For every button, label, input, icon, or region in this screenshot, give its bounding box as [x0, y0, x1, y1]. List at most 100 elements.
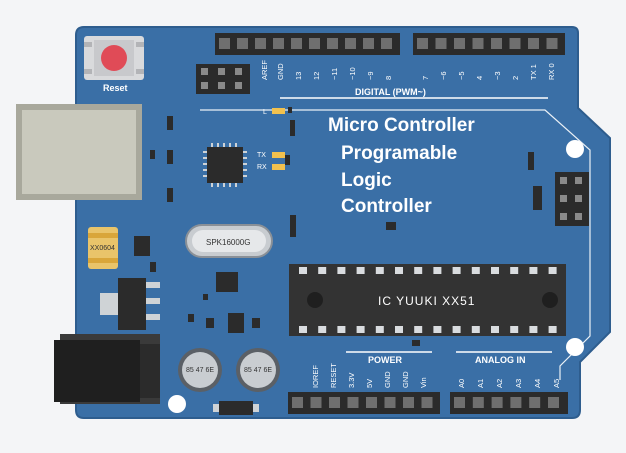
header-pin	[421, 397, 433, 408]
smd-part	[533, 186, 542, 210]
mounting-hole	[566, 338, 584, 356]
header-pin	[435, 38, 447, 49]
chip-pin	[337, 326, 346, 333]
smd-part	[203, 294, 208, 300]
power-pin-label: Vin	[419, 377, 428, 388]
digital-pin-label: 4	[475, 76, 484, 80]
led-tx	[272, 152, 285, 158]
chip-pin	[375, 267, 384, 274]
digital-pin-label: ~6	[439, 71, 448, 80]
header-pin	[403, 397, 414, 408]
led-l	[272, 108, 285, 114]
chip-pin	[471, 326, 480, 333]
elcap2-label: 85 47 6E	[244, 367, 272, 374]
smd-part	[134, 236, 150, 256]
smd-part	[216, 272, 238, 292]
header-pin	[528, 38, 539, 49]
header-pin	[345, 38, 356, 49]
header-pin	[219, 38, 230, 49]
title-line-2: Programable	[341, 143, 457, 164]
chip-pin	[433, 267, 442, 274]
header-pin	[384, 397, 396, 408]
digital-pin-label: 7	[421, 76, 430, 80]
digital-pin-label: GND	[276, 63, 285, 80]
power-pin-label: IOREF	[311, 365, 320, 388]
power-pin-label: RESET	[329, 363, 338, 388]
board-trace-outline	[200, 109, 591, 380]
header-pin	[472, 38, 484, 49]
smd-part	[252, 318, 260, 328]
chip-pin	[491, 267, 499, 274]
tantalum-capacitor-label: XX0604	[90, 245, 115, 252]
chip-pin	[356, 267, 365, 274]
header-pin	[491, 397, 503, 408]
elcap1-label: 85 47 6E	[186, 367, 214, 374]
tantalum-capacitor	[88, 227, 118, 269]
led-l-label: L	[263, 109, 267, 116]
smd-part	[206, 318, 214, 328]
digital-pin-label: ~10	[348, 67, 357, 80]
chip-pin	[414, 267, 423, 274]
digital-pin-label: ~11	[330, 68, 339, 80]
chip-pin	[299, 267, 307, 274]
chip-pin	[548, 267, 557, 274]
digital-pin-label: ~5	[457, 71, 466, 80]
electrolytic-capacitor-1	[178, 348, 222, 392]
led-rx-label: RX	[257, 164, 267, 171]
header-pin	[454, 397, 465, 408]
header-pin	[309, 38, 320, 49]
header-pin	[529, 397, 541, 408]
smd-part	[386, 222, 396, 230]
reset-label: Reset	[103, 83, 128, 93]
header-pin	[366, 397, 377, 408]
chip-pin	[510, 267, 519, 274]
power-jack	[54, 334, 160, 404]
digital-pin-label: 2	[511, 76, 520, 80]
chip-label: IC YUUKI XX51	[378, 294, 475, 308]
analog-pin-label: A1	[476, 379, 485, 388]
atmega-chip	[289, 264, 566, 336]
digital-pin-label: 13	[294, 72, 303, 80]
analog-header	[450, 392, 568, 414]
usb-port	[16, 104, 142, 200]
chip-pin	[375, 326, 384, 333]
power-pin-label: 3.3V	[347, 373, 356, 388]
digital-pin-label: ~3	[493, 71, 502, 80]
chip-pin	[337, 267, 346, 274]
header-pin	[381, 38, 392, 49]
header-pin	[329, 397, 340, 408]
header-pin	[548, 397, 559, 408]
analog-pin-label: A0	[457, 379, 466, 388]
digital-label: DIGITAL (PWM~)	[355, 87, 426, 97]
power-pin-label: GND	[401, 371, 410, 388]
header-pin	[255, 38, 266, 49]
smd-part	[150, 150, 155, 159]
smd-components	[134, 107, 542, 346]
chip-pin	[433, 326, 442, 333]
smd-part	[150, 262, 156, 272]
power-pin-label: GND	[383, 371, 392, 388]
header-pin	[363, 38, 374, 49]
title-line-3: Logic	[341, 170, 392, 191]
chip-pin	[510, 326, 519, 333]
digital-pin-label: ~9	[366, 71, 375, 80]
digital-pin-label: TX 1	[529, 64, 538, 80]
chip-pin	[491, 326, 499, 333]
icsp-header-top	[196, 64, 250, 94]
chip-pin	[529, 267, 538, 274]
header-pin	[292, 397, 303, 408]
chip-pin	[548, 326, 557, 333]
crystal-label: SPK16000G	[206, 238, 250, 247]
analog-pin-label: A4	[533, 379, 542, 388]
smd-part	[290, 120, 295, 136]
smd-part	[288, 107, 292, 113]
analog-pin-label: A2	[495, 379, 504, 388]
crystal-oscillator	[185, 224, 273, 258]
header-pin	[327, 38, 338, 49]
power-header	[288, 392, 440, 414]
analog-pin-label: A3	[514, 379, 523, 388]
reset-button[interactable]	[84, 36, 144, 80]
smd-part	[167, 116, 173, 130]
smd-part	[167, 188, 173, 202]
header-pin	[310, 397, 322, 408]
